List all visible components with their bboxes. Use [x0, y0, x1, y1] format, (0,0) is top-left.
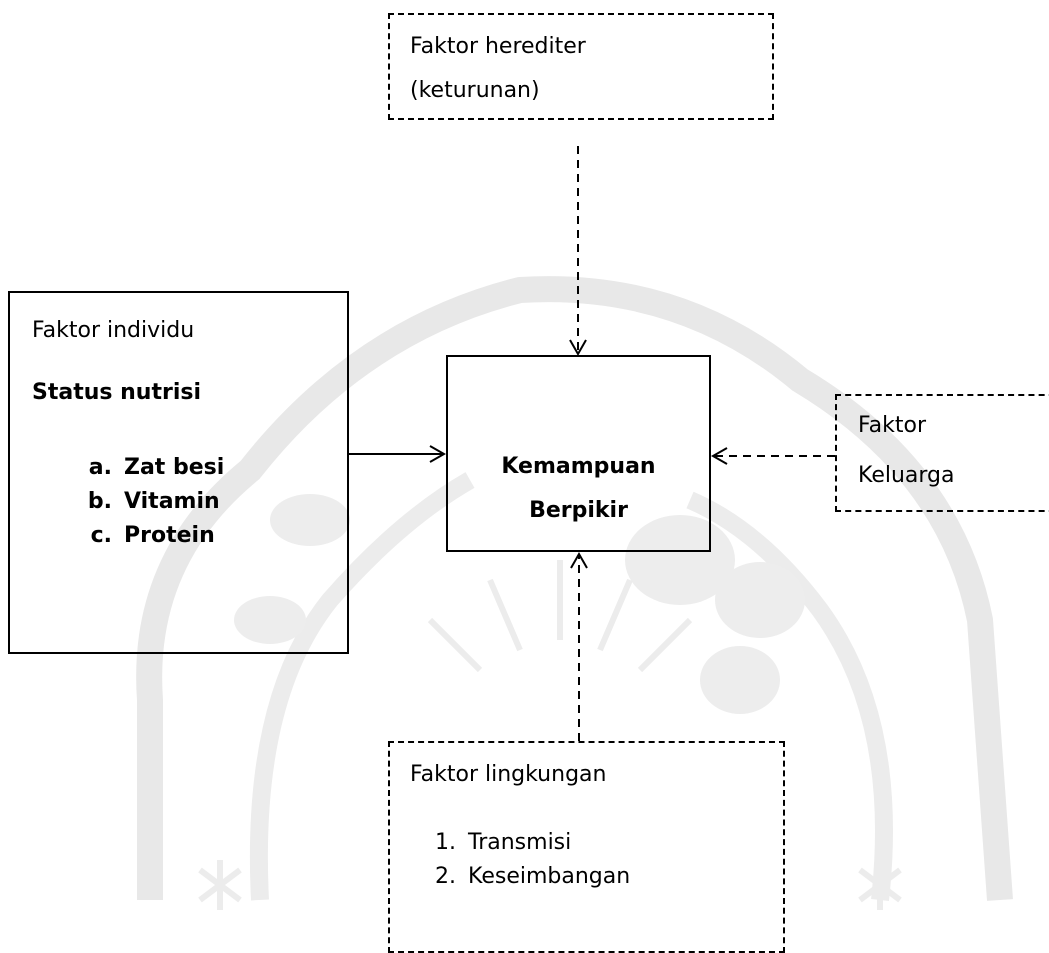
- nutrition-status-subheading: Status nutrisi: [32, 380, 202, 405]
- family-factor-box: [835, 394, 1049, 512]
- environment-list: 1.Transmisi 2.Keseimbangan: [435, 826, 631, 894]
- individual-arrowhead: [429, 445, 447, 463]
- list-item: b.Vitamin: [87, 489, 220, 514]
- individual-factor-box: [8, 291, 349, 654]
- list-item: 1.Transmisi: [435, 830, 572, 855]
- environment-factor-heading: Faktor lingkungan: [410, 762, 607, 787]
- thinking-ability-box: [446, 355, 711, 552]
- individual-factor-heading: Faktor individu: [32, 318, 195, 343]
- list-item: a.Zat besi: [88, 455, 225, 480]
- hereditary-factor-label: Faktor herediter: [410, 34, 586, 59]
- family-factor-label: Faktor: [858, 413, 926, 438]
- family-arrowhead: [710, 447, 728, 465]
- hereditary-arrowhead: [569, 339, 587, 357]
- hereditary-factor-sublabel: (keturunan): [410, 78, 540, 103]
- thinking-ability-label: Kemampuan: [501, 454, 656, 479]
- list-item: c.Protein: [90, 523, 215, 548]
- hereditary-factor-box: [388, 13, 774, 120]
- nutrition-list: a.Zat besi b.Vitamin c.Protein: [87, 451, 225, 553]
- thinking-ability-sublabel: Berpikir: [529, 498, 628, 523]
- environment-arrowhead: [570, 551, 588, 569]
- list-item: 2.Keseimbangan: [435, 864, 631, 889]
- family-factor-sublabel: Keluarga: [858, 463, 955, 488]
